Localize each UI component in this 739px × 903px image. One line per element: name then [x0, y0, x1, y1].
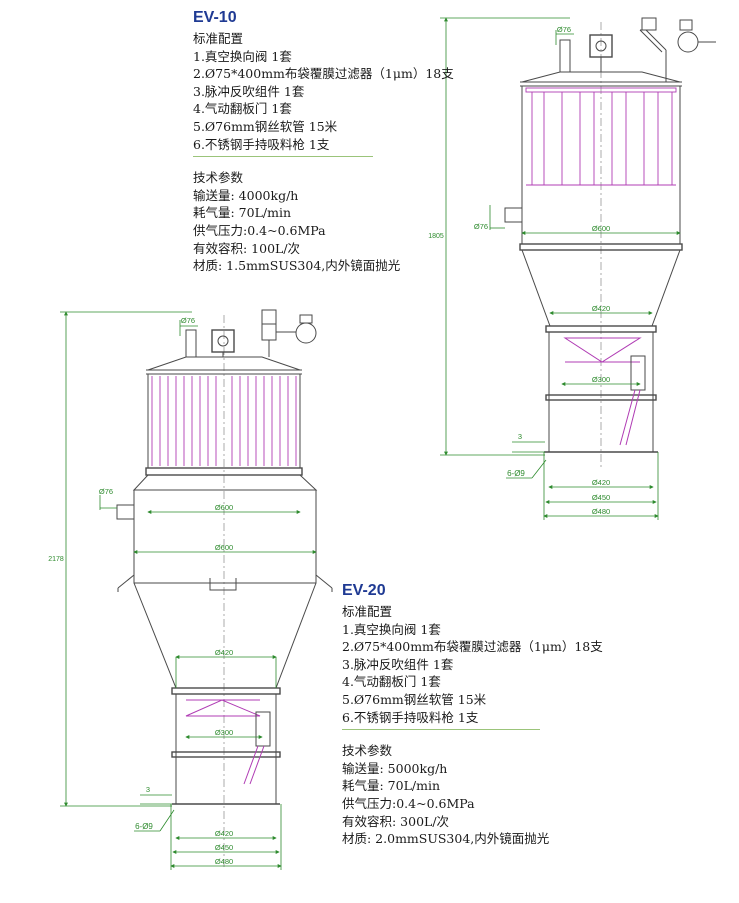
ev10-tech-item: 有效容积: 100L/次 [193, 240, 301, 256]
ev20-tech-item: 供气压力:0.4~0.6MPa [342, 795, 475, 811]
ev20-dim-holes: 6-Ø9 [135, 822, 153, 831]
ev20-side-inlet [116, 504, 135, 520]
ev20-tech-item: 耗气量: 70L/min [342, 778, 441, 794]
ev20-config-item: 5.Ø76mm钢丝软管 15米 [342, 691, 487, 707]
ev10-dim-side-inlet: Ø76 [474, 222, 488, 231]
ev20-cylinder-actuator [255, 711, 271, 747]
ev20-lower-body [133, 489, 317, 584]
ev10-top-inlet [559, 39, 571, 73]
ev10-dim-base3: Ø480 [592, 507, 610, 516]
ev20-dim-side-inlet: Ø76 [99, 487, 113, 496]
ev10-dim-body: Ø600 [592, 224, 610, 233]
ev20-config-item: 4.气动翻板门 1套 [342, 674, 441, 690]
ev20-config-item: 1.真空换向阀 1套 [342, 621, 441, 637]
ev20-cone-flange [171, 687, 281, 695]
ev10-pulse-gauge [677, 31, 699, 53]
ev10-tech-heading: 技术参数 [193, 170, 244, 186]
ev10-config-item: 1.真空换向阀 1套 [193, 48, 292, 64]
ev10-tech-item: 耗气量: 70L/min [193, 205, 292, 221]
ev10-spec-block: EV-10 标准配置 1.真空换向阀 1套 2.Ø75*400mm布袋覆膜过滤器… [193, 8, 454, 275]
ev10-separator [193, 156, 373, 158]
ev20-tech-item: 有效容积: 300L/次 [342, 813, 450, 829]
ev10-config-item: 5.Ø76mm钢丝软管 15米 [193, 118, 338, 134]
ev20-tech-item: 输送量: 5000kg/h [342, 760, 448, 776]
ev20-config-item: 6.不锈钢手持吸料枪 1支 [342, 709, 479, 725]
ev20-dim-outlet: Ø300 [215, 728, 233, 737]
ev20-dim-labels: 2178 Ø76 Ø76 Ø600 Ø600 Ø420 Ø300 3 6-Ø9 … [48, 316, 233, 866]
ev10-flap-door [563, 337, 642, 363]
ev20-title: EV-20 [342, 582, 386, 599]
ev10-pulse-valve [641, 17, 657, 31]
ev10-dim-base1: Ø420 [592, 478, 610, 487]
ev10-tech-item: 供气压力:0.4~0.6MPa [193, 222, 326, 238]
ev10-dim-cone-low: Ø420 [592, 304, 610, 313]
ev20-vacuum-valve [211, 329, 235, 353]
ev20-dim-base1: Ø420 [215, 829, 233, 838]
ev20-dimensions [60, 311, 317, 870]
ev10-config-heading: 标准配置 [193, 31, 244, 46]
ev10-mid-flange [519, 243, 683, 251]
ev20-spec-block: EV-20 标准配置 1.真空换向阀 1套 2.Ø75*400mm布袋覆膜过滤器… [342, 581, 603, 848]
ev10-config-item: 3.脉冲反吹组件 1套 [193, 83, 305, 99]
ev10-tech-item: 输送量: 4000kg/h [193, 187, 299, 203]
ev20-dim-height: 2178 [48, 556, 64, 563]
ev20-dim-body-lower: Ø600 [215, 543, 233, 552]
ev20-dim-cone-low: Ø420 [215, 648, 233, 657]
ev10-title: EV-10 [193, 9, 237, 26]
ev10-dim-labels: 1805 Ø76 Ø76 Ø600 Ø420 Ø300 3 6-Ø9 Ø420 … [428, 25, 610, 516]
ev20-dim-base2: Ø450 [215, 843, 233, 852]
ev20-upper-flange [145, 467, 303, 476]
ev20-dim-top-inlet: Ø76 [181, 316, 195, 325]
ev20-dim-body-upper: Ø600 [215, 503, 233, 512]
ev20-dim-base3: Ø480 [215, 857, 233, 866]
ev10-config-item: 6.不锈钢手持吸料枪 1支 [193, 136, 330, 152]
ev10-dim-holes: 6-Ø9 [507, 469, 525, 478]
ev10-tech-item: 材质: 1.5mmSUS304,内外镜面抛光 [193, 258, 401, 274]
ev20-dim-step: 3 [146, 785, 150, 794]
ev10-config-item: 4.气动翻板门 1套 [193, 101, 292, 117]
ev20-drawing [116, 309, 333, 868]
ev10-dim-top-inlet: Ø76 [557, 25, 571, 34]
ev20-outlet-cylinder [175, 693, 277, 805]
ev20-tech-heading: 技术参数 [342, 743, 393, 759]
ev20-flap-door [185, 699, 261, 717]
ev20-config-item: 2.Ø75*400mm布袋覆膜过滤器（1μm）18支 [342, 639, 603, 655]
ev10-dim-height: 1805 [428, 233, 444, 240]
ev20-separator [342, 729, 540, 731]
ev10-filter-bags [525, 87, 677, 186]
ev20-top-inlet [185, 329, 197, 358]
ev20-config-item: 3.脉冲反吹组件 1套 [342, 656, 454, 672]
ev10-dim-base2: Ø450 [592, 493, 610, 502]
ev10-dimensions [440, 17, 681, 520]
ev20-pulse-gauge [295, 322, 317, 344]
ev20-lid [147, 356, 301, 371]
ev10-drawing [504, 17, 716, 470]
ev10-dim-outlet: Ø300 [592, 375, 610, 384]
ev10-cylinder-actuator [630, 355, 646, 391]
ev10-config-item: 2.Ø75*400mm布袋覆膜过滤器（1μm）18支 [193, 66, 454, 82]
ev20-body [147, 373, 301, 469]
ev10-side-inlet [504, 207, 523, 223]
ev20-filter-bags [151, 376, 297, 466]
ev20-cone [133, 582, 317, 689]
ev20-config-heading: 标准配置 [342, 604, 393, 619]
ev20-tech-item: 材质: 2.0mmSUS304,内外镜面抛光 [342, 831, 550, 847]
ev10-dim-step: 3 [518, 432, 522, 441]
ev20-pulse-valve [261, 309, 277, 325]
